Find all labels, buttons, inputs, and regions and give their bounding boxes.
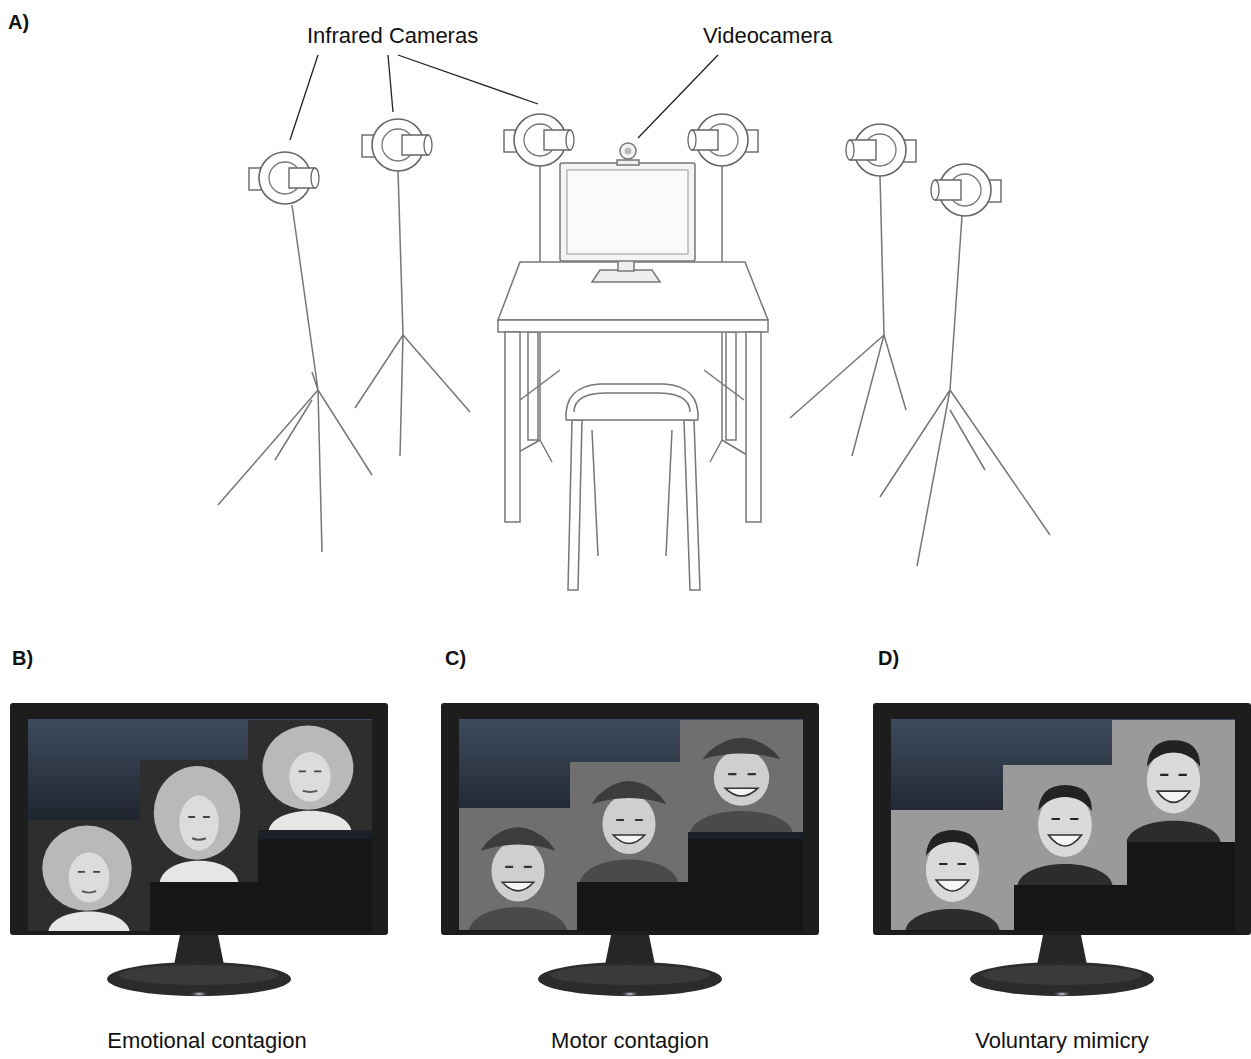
part-name: Infrared Cameras [307,23,478,49]
panel-caption: Emotional contagion [107,1028,306,1054]
panel-caption: Motor contagion [551,1028,709,1054]
chair-leg [592,430,672,556]
leader-line [388,55,393,112]
desk-edge [498,320,768,332]
panel-letter: B) [12,646,33,670]
panel-letter: C) [445,646,466,670]
leader-line [290,55,318,140]
monitor-frame [560,163,695,261]
desk-leg [505,332,520,522]
webcam-lens [625,148,632,155]
infrared-camera [688,114,758,166]
face-photo [680,720,803,832]
face-photo [459,808,577,930]
chair [566,384,700,590]
face-photo [1112,720,1235,842]
monitor [10,703,388,997]
webcam [620,143,636,159]
monitor-screen [567,170,688,254]
chair-leg [684,420,700,590]
face-photo [248,720,372,830]
monitor-c [441,703,819,997]
panel-caption: Voluntary mimicry [975,1028,1149,1054]
face-photo [570,762,688,882]
monitor-base [592,270,660,282]
face-photo [1003,765,1127,885]
tripod [790,176,906,456]
tripods [218,166,1050,566]
infrared-camera [504,114,574,166]
tripod [355,170,470,456]
infrared-camera [249,152,319,204]
infrared-camera [362,119,432,171]
desk-leg [528,332,538,440]
monitor [873,703,1251,997]
leader-line [398,55,538,104]
face-photo [140,760,258,882]
chair-leg [568,420,582,590]
panel-letter: A) [8,10,29,34]
part-name: Videocamera [703,23,832,49]
leader-lines [290,55,718,140]
desk [498,262,768,522]
face-photo [28,820,150,931]
chair-back-inner [574,393,690,412]
webcam-mount [617,160,639,165]
desk-leg [746,332,761,522]
mirrored-cameras [688,114,1001,216]
monitor [441,703,819,997]
desk-leg [726,332,736,440]
chair-back [566,384,698,420]
infrared-camera [846,124,916,176]
tripod [218,205,372,552]
tripod [880,216,1050,566]
face-photo [891,810,1014,930]
monitor-d [873,703,1251,997]
infrared-camera [931,164,1001,216]
panel-letter: D) [878,646,899,670]
desk-monitor [560,143,695,282]
monitor-b [10,703,388,997]
